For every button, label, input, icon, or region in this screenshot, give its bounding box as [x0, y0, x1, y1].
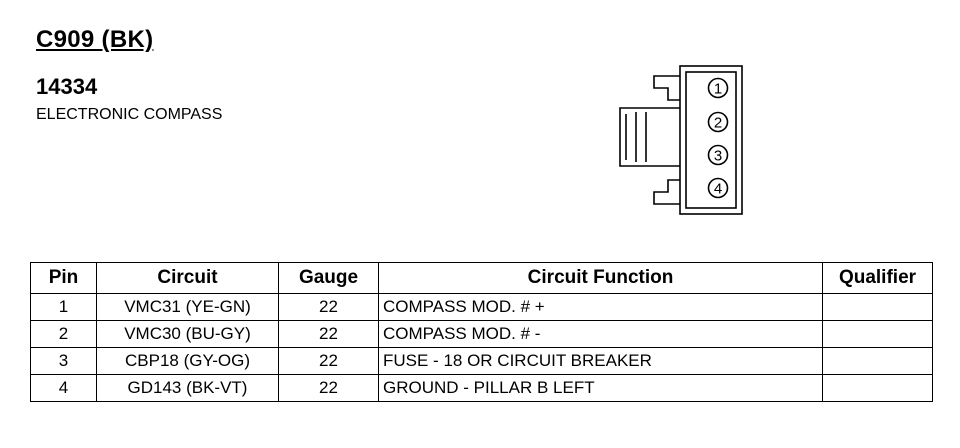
- component-description: ELECTRONIC COMPASS: [36, 106, 223, 123]
- table-row: 3 CBP18 (GY-OG) 22 FUSE - 18 OR CIRCUIT …: [30, 347, 933, 375]
- cell-gauge: 22: [278, 347, 379, 375]
- cell-circuit: CBP18 (GY-OG): [96, 347, 279, 375]
- connector-latch: [619, 107, 680, 167]
- pinout-table: Pin Circuit Gauge Circuit Function Quali…: [30, 262, 933, 402]
- connector-body: [679, 65, 743, 215]
- connector-diagram: 1 2 3 4: [619, 65, 743, 215]
- cell-pin: 3: [30, 347, 97, 375]
- connector-top-tab: [653, 75, 680, 101]
- pin-4-label: 4: [714, 181, 722, 198]
- pin-2-label: 2: [714, 115, 722, 132]
- table-header-row: Pin Circuit Gauge Circuit Function Quali…: [30, 262, 933, 294]
- column-header-qualifier: Qualifier: [822, 262, 933, 294]
- cell-pin: 2: [30, 320, 97, 348]
- cell-circuit: VMC30 (BU-GY): [96, 320, 279, 348]
- cell-pin: 4: [30, 374, 97, 402]
- column-header-circuit: Circuit: [96, 262, 279, 294]
- cell-circuit: VMC31 (YE-GN): [96, 293, 279, 321]
- pin-1-marker: [707, 77, 729, 99]
- cell-function: COMPASS MOD. # -: [378, 320, 823, 348]
- cell-function: FUSE - 18 OR CIRCUIT BREAKER: [378, 347, 823, 375]
- cell-circuit: GD143 (BK-VT): [96, 374, 279, 402]
- cell-pin: 1: [30, 293, 97, 321]
- cell-qualifier: [822, 320, 933, 348]
- cell-qualifier: [822, 374, 933, 402]
- cell-gauge: 22: [278, 293, 379, 321]
- cell-qualifier: [822, 293, 933, 321]
- table-row: 4 GD143 (BK-VT) 22 GROUND - PILLAR B LEF…: [30, 374, 933, 402]
- connector-body-inner: [685, 71, 737, 209]
- cell-function: GROUND - PILLAR B LEFT: [378, 374, 823, 402]
- cell-gauge: 22: [278, 320, 379, 348]
- column-header-pin: Pin: [30, 262, 97, 294]
- cell-function: COMPASS MOD. # +: [378, 293, 823, 321]
- column-header-circuit-function: Circuit Function: [378, 262, 823, 294]
- table-row: 2 VMC30 (BU-GY) 22 COMPASS MOD. # -: [30, 320, 933, 348]
- pin-3-marker: [707, 144, 729, 166]
- pin-3-label: 3: [714, 148, 722, 165]
- pin-4-marker: [707, 177, 729, 199]
- pin-2-marker: [707, 111, 729, 133]
- part-number: 14334: [36, 74, 98, 99]
- cell-gauge: 22: [278, 374, 379, 402]
- table-row: 1 VMC31 (YE-GN) 22 COMPASS MOD. # +: [30, 293, 933, 321]
- connector-bottom-tab: [653, 179, 680, 205]
- column-header-gauge: Gauge: [278, 262, 379, 294]
- cell-qualifier: [822, 347, 933, 375]
- connector-title: C909 (BK): [36, 26, 154, 53]
- pin-1-label: 1: [714, 81, 722, 98]
